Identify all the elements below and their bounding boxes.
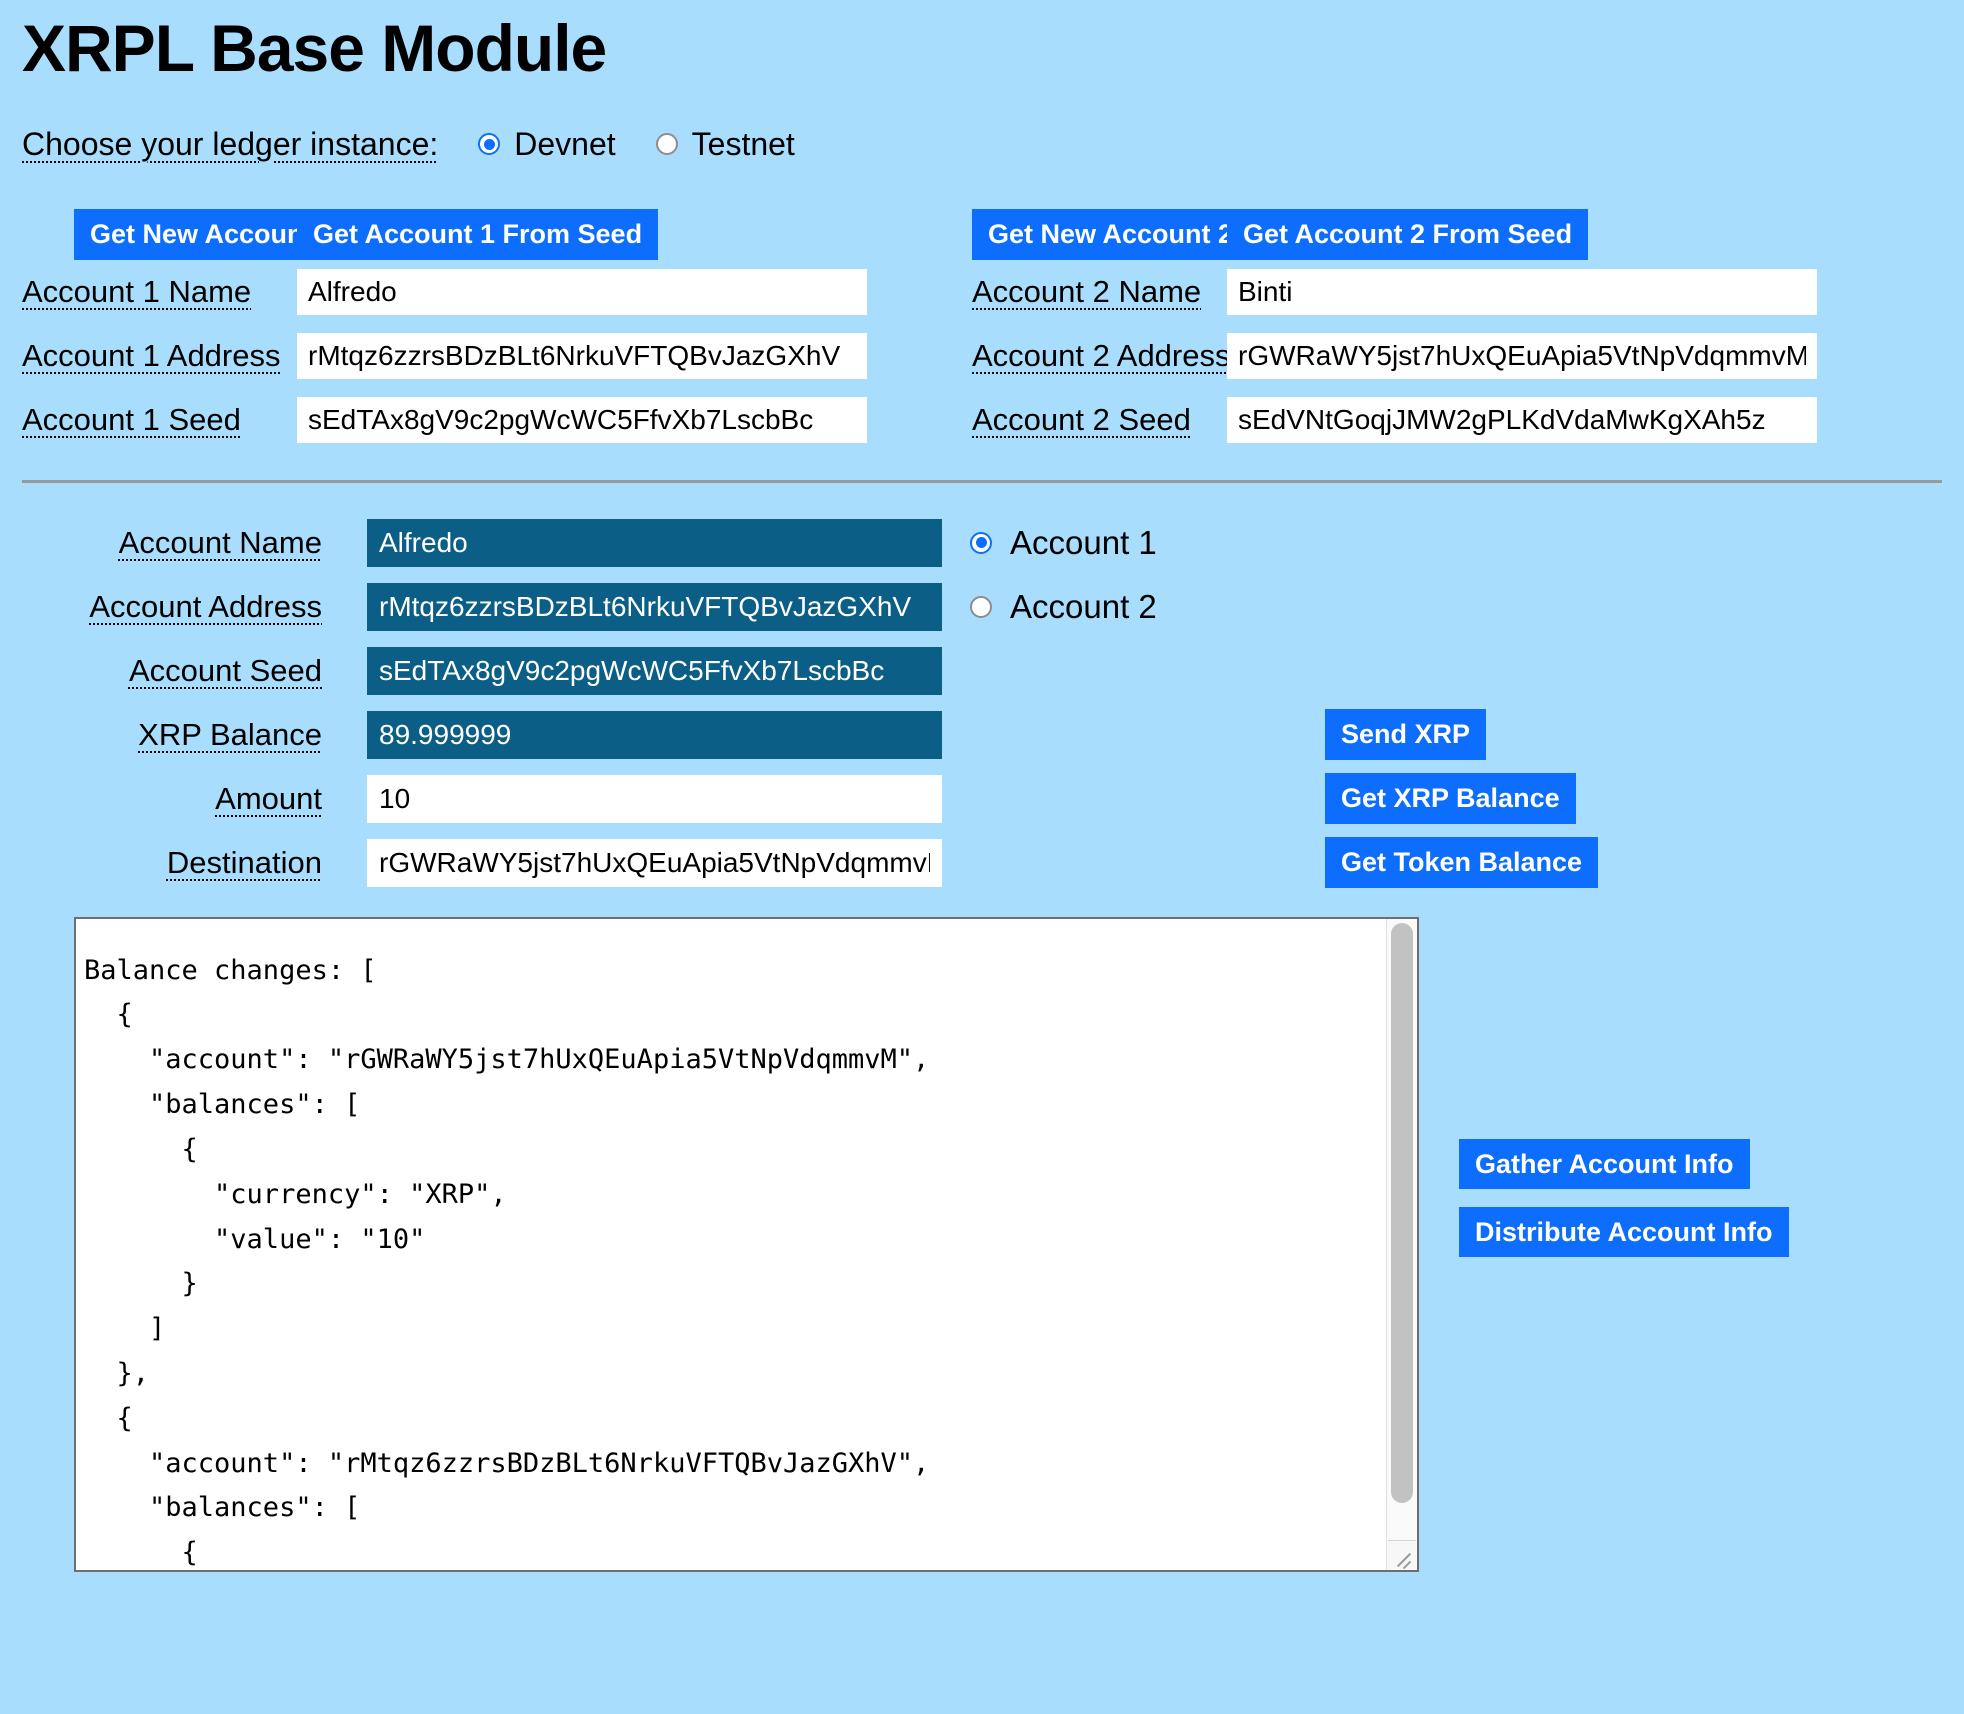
cell-account-1-radio: Account 1 — [942, 524, 1297, 562]
console-side-buttons: Gather Account Info Distribute Account I… — [1459, 917, 1789, 1258]
cell-account-1-address-input — [297, 324, 867, 388]
radio-account-1-label: Account 1 — [1010, 523, 1157, 561]
radio-account-1-icon[interactable] — [970, 531, 992, 554]
xrp-balance-field[interactable] — [367, 710, 942, 759]
get-account-2-from-seed-button[interactable]: Get Account 2 From Seed — [1227, 209, 1589, 260]
get-xrp-balance-button[interactable]: Get XRP Balance — [1325, 773, 1576, 824]
cell-destination-input — [367, 831, 942, 895]
cell-new-account-2: Get New Account 2 — [957, 209, 1250, 260]
destination-label: Destination — [166, 844, 322, 880]
amount-label: Amount — [215, 780, 322, 816]
cell-account-2-name-input — [1227, 260, 1817, 324]
main-section: Account Name Account 1 Account Address A… — [22, 511, 1942, 895]
cell-new-account-1: Get New Account 1 — [22, 209, 352, 260]
send-xrp-button[interactable]: Send XRP — [1325, 709, 1487, 760]
cell-account-2-address-input — [1227, 324, 1817, 388]
account-address-label: Account Address — [89, 588, 322, 624]
account-2-address-label: Account 2 Address — [972, 337, 1231, 373]
cell-account-2-from-seed: Get Account 2 From Seed — [1227, 209, 1817, 260]
distribute-account-info-button[interactable]: Distribute Account Info — [1459, 1206, 1789, 1258]
cell-account-2-seed-input — [1227, 388, 1817, 452]
cell-send-xrp: Send XRP — [1297, 709, 1697, 760]
cell-account-name-field — [367, 511, 942, 575]
cell-account-address-field — [367, 575, 942, 639]
account-1-address-label: Account 1 Address — [22, 337, 281, 373]
account-1-name-label: Account 1 Name — [22, 273, 252, 309]
cell-get-xrp-balance: Get XRP Balance — [1297, 773, 1697, 824]
cell-account-seed-field — [367, 639, 942, 703]
cell-account-1-from-seed: Get Account 1 From Seed — [297, 209, 867, 260]
xrp-balance-label: XRP Balance — [138, 716, 322, 752]
radio-option-testnet[interactable]: Testnet — [655, 125, 795, 163]
account-1-seed-input[interactable] — [297, 396, 867, 443]
account-2-seed-label: Account 2 Seed — [972, 401, 1191, 437]
console-scrollbar[interactable] — [1386, 918, 1417, 1570]
account-1-address-input[interactable] — [297, 332, 867, 379]
account-name-field[interactable] — [367, 518, 942, 567]
cell-account-1-seed-input — [297, 388, 867, 452]
amount-input[interactable] — [367, 774, 942, 823]
destination-input[interactable] — [367, 838, 942, 887]
get-new-account-2-button[interactable]: Get New Account 2 — [972, 209, 1250, 260]
accounts-section: Get New Account 1 Get Account 1 From See… — [22, 209, 1942, 451]
account-seed-label: Account Seed — [128, 652, 322, 688]
get-account-1-from-seed-button[interactable]: Get Account 1 From Seed — [297, 209, 659, 260]
radio-option-account-2[interactable]: Account 2 — [942, 588, 1297, 626]
ledger-instance-label: Choose your ledger instance: — [22, 125, 439, 162]
ledger-instance-chooser: Choose your ledger instance: Devnet Test… — [22, 121, 1942, 167]
account-2-seed-input[interactable] — [1227, 396, 1817, 443]
console-row: Balance changes: [ { "account": "rGWRaWY… — [22, 916, 1942, 1572]
cell-account-2-radio: Account 2 — [942, 588, 1297, 626]
cell-account-1-name-input — [297, 260, 867, 324]
cell-get-token-balance: Get Token Balance — [1297, 837, 1697, 888]
console-output[interactable]: Balance changes: [ { "account": "rGWRaWY… — [84, 954, 930, 1569]
radio-option-account-1[interactable]: Account 1 — [942, 524, 1297, 562]
cell-amount-input — [367, 767, 942, 831]
app-root: XRPL Base Module Choose your ledger inst… — [0, 11, 1964, 1572]
console-resize-handle[interactable] — [1388, 1539, 1416, 1569]
radio-devnet-icon[interactable] — [478, 133, 501, 156]
cell-xrp-balance-field — [367, 703, 942, 767]
gather-account-info-button[interactable]: Gather Account Info — [1459, 1138, 1750, 1189]
account-2-name-label: Account 2 Name — [972, 273, 1202, 309]
radio-option-devnet[interactable]: Devnet — [478, 125, 616, 163]
page-title: XRPL Base Module — [22, 11, 607, 85]
account-1-name-input[interactable] — [297, 268, 867, 315]
console-scrollbar-thumb[interactable] — [1391, 922, 1413, 1503]
radio-account-2-label: Account 2 — [1010, 587, 1157, 625]
account-name-label: Account Name — [118, 524, 322, 560]
section-divider — [22, 479, 1942, 483]
get-token-balance-button[interactable]: Get Token Balance — [1325, 837, 1599, 888]
radio-devnet-label: Devnet — [514, 125, 616, 162]
radio-testnet-icon[interactable] — [655, 133, 678, 156]
console-output-wrap: Balance changes: [ { "account": "rGWRaWY… — [74, 916, 1419, 1572]
radio-testnet-label: Testnet — [691, 125, 795, 162]
account-2-name-input[interactable] — [1227, 268, 1817, 315]
account-1-seed-label: Account 1 Seed — [22, 401, 241, 437]
radio-account-2-icon[interactable] — [970, 595, 992, 618]
account-seed-field[interactable] — [367, 646, 942, 695]
account-2-address-input[interactable] — [1227, 332, 1817, 379]
account-address-field[interactable] — [367, 582, 942, 631]
